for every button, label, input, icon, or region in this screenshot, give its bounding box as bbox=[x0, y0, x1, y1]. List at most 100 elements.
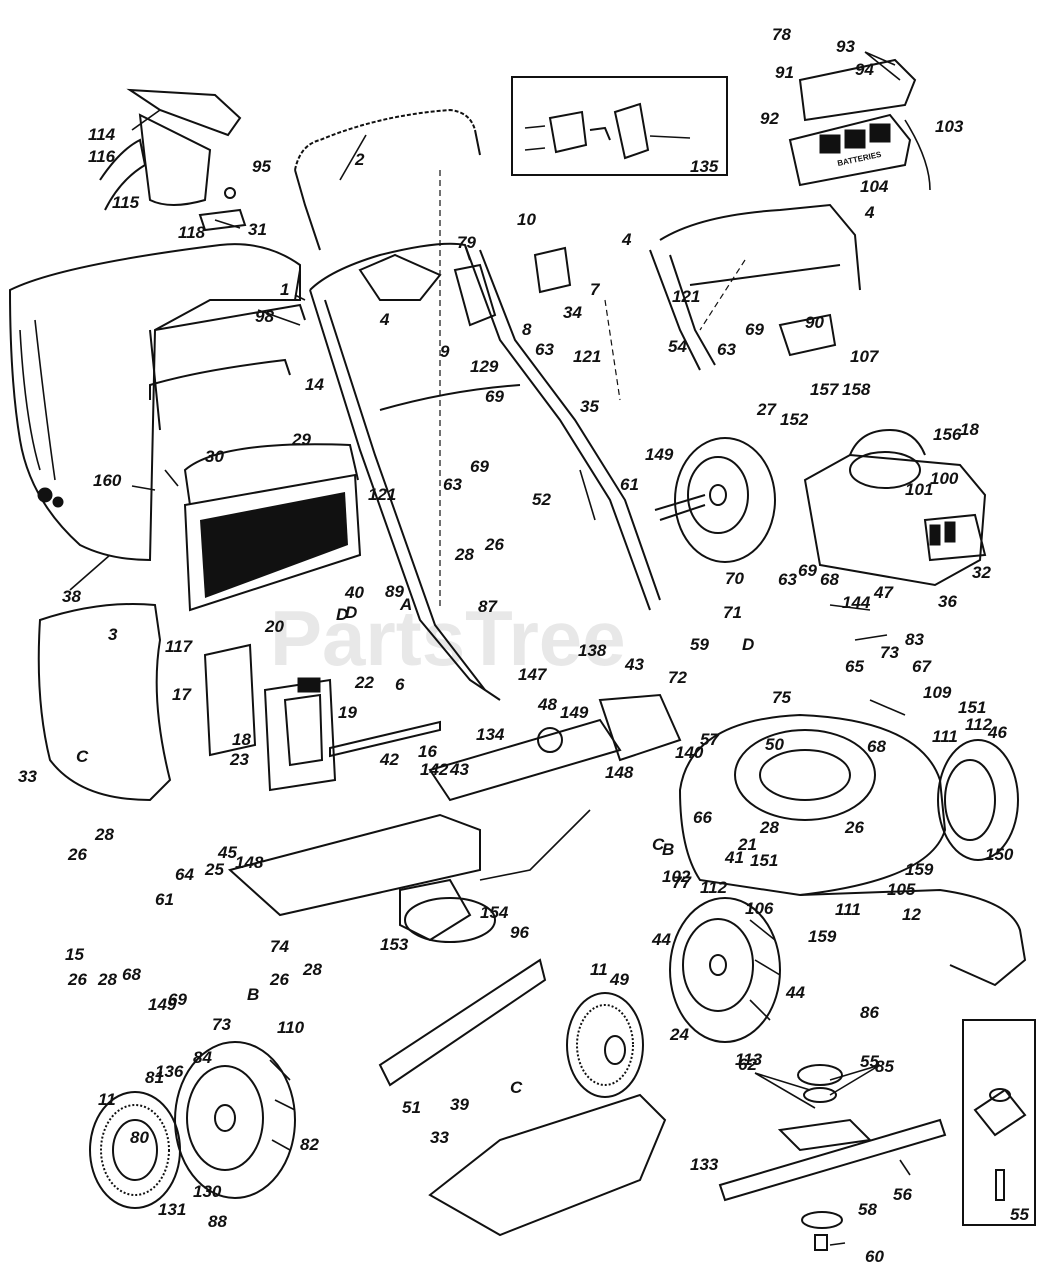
part-label-43a: 43 bbox=[624, 655, 644, 674]
part-label-36: 36 bbox=[938, 592, 957, 611]
part-label-102: 102 bbox=[662, 867, 691, 886]
part-label-73a: 73 bbox=[880, 643, 899, 662]
wheel-center bbox=[669, 897, 781, 1043]
part-label-67: 67 bbox=[912, 657, 932, 676]
part-label-40: 40 bbox=[344, 583, 364, 602]
top-left-bracket bbox=[99, 88, 247, 232]
part-label-26e: 26 bbox=[844, 818, 864, 837]
part-label-42: 42 bbox=[379, 750, 399, 769]
part-label-112b: 112 bbox=[700, 878, 728, 897]
door-panel bbox=[203, 643, 257, 757]
part-label-30: 30 bbox=[205, 447, 224, 466]
part-label-9: 9 bbox=[440, 342, 450, 361]
part-label-B1: B bbox=[662, 840, 674, 859]
leader-lines bbox=[69, 51, 911, 1246]
part-label-28b: 28 bbox=[94, 825, 114, 844]
part-label-63a: 63 bbox=[535, 340, 554, 359]
part-label-70: 70 bbox=[725, 569, 744, 588]
part-label-144: 144 bbox=[842, 593, 871, 612]
part-label-28c: 28 bbox=[97, 970, 117, 989]
part-label-105: 105 bbox=[887, 880, 916, 899]
part-label-C1: C bbox=[76, 747, 89, 766]
part-label-49: 49 bbox=[609, 970, 629, 989]
part-label-89: 89 bbox=[385, 582, 404, 601]
part-label-28a: 28 bbox=[454, 545, 474, 564]
part-label-28d: 28 bbox=[302, 960, 322, 979]
part-label-72: 72 bbox=[668, 668, 687, 687]
part-label-134: 134 bbox=[476, 725, 505, 744]
mower-deck bbox=[678, 713, 1027, 987]
part-label-33b: 33 bbox=[430, 1128, 449, 1147]
hubcap-center bbox=[566, 992, 644, 1098]
part-label-147: 147 bbox=[518, 665, 548, 684]
watermark: PartsTree bbox=[270, 594, 626, 682]
part-label-149b: 149 bbox=[560, 703, 589, 722]
part-label-160: 160 bbox=[93, 471, 122, 490]
part-label-21: 21 bbox=[737, 835, 757, 854]
transmission bbox=[399, 878, 496, 943]
part-label-33a: 33 bbox=[18, 767, 37, 786]
blade bbox=[718, 1064, 947, 1251]
bag-handle bbox=[149, 358, 291, 400]
part-label-142: 142 bbox=[420, 760, 449, 779]
part-label-69d: 69 bbox=[798, 561, 817, 580]
part-label-111a: 111 bbox=[932, 727, 958, 746]
hubcap-lower-left bbox=[89, 1091, 181, 1209]
part-label-6: 6 bbox=[395, 675, 405, 694]
part-label-C3: C bbox=[510, 1078, 523, 1097]
rear-flap bbox=[37, 603, 172, 802]
part-label-22: 22 bbox=[354, 673, 374, 692]
bag-frame bbox=[149, 269, 362, 612]
part-label-69c: 69 bbox=[745, 320, 764, 339]
part-label-14: 14 bbox=[305, 375, 324, 394]
part-label-10: 10 bbox=[517, 210, 536, 229]
part-label-133: 133 bbox=[690, 1155, 719, 1174]
part-label-113: 113 bbox=[735, 1050, 763, 1069]
part-label-91: 91 bbox=[775, 63, 794, 82]
part-label-52: 52 bbox=[532, 490, 551, 509]
part-label-46: 46 bbox=[987, 723, 1007, 742]
inset-box-55 bbox=[962, 1019, 1036, 1226]
part-label-154: 154 bbox=[480, 903, 509, 922]
part-label-68a: 68 bbox=[820, 570, 839, 589]
part-label-101: 101 bbox=[905, 480, 933, 499]
part-label-26b: 26 bbox=[67, 845, 87, 864]
part-label-92: 92 bbox=[760, 109, 779, 128]
part-label-43b: 43 bbox=[449, 760, 469, 779]
part-label-57: 57 bbox=[700, 730, 720, 749]
part-label-20: 20 bbox=[264, 617, 284, 636]
part-label-47: 47 bbox=[873, 583, 894, 602]
part-label-27: 27 bbox=[756, 400, 777, 419]
part-label-77: 77 bbox=[672, 873, 692, 892]
part-label-106: 106 bbox=[745, 899, 774, 918]
part-label-1: 1 bbox=[280, 280, 289, 299]
part-label-129: 129 bbox=[470, 357, 499, 376]
part-label-148b: 148 bbox=[235, 853, 264, 872]
part-label-54: 54 bbox=[668, 337, 687, 356]
part-label-7: 7 bbox=[590, 280, 601, 299]
part-label-B2: B bbox=[247, 985, 259, 1004]
part-label-87: 87 bbox=[478, 597, 498, 616]
part-label-D1: D bbox=[336, 605, 348, 624]
part-label-93: 93 bbox=[836, 37, 855, 56]
part-label-55b: 55 bbox=[1010, 1205, 1029, 1224]
part-label-153: 153 bbox=[380, 935, 409, 954]
part-label-3: 3 bbox=[108, 625, 118, 644]
part-label-63c: 63 bbox=[717, 340, 736, 359]
part-label-104: 104 bbox=[860, 177, 889, 196]
part-label-136: 136 bbox=[155, 1062, 184, 1081]
part-label-112a: 112 bbox=[965, 715, 993, 734]
part-label-138: 138 bbox=[578, 641, 607, 660]
part-label-34: 34 bbox=[563, 303, 582, 322]
discharge-chute bbox=[428, 1093, 667, 1237]
part-label-65: 65 bbox=[845, 657, 864, 676]
part-label-17: 17 bbox=[172, 685, 192, 704]
part-label-121c: 121 bbox=[672, 287, 700, 306]
part-label-35: 35 bbox=[580, 397, 599, 416]
part-label-74: 74 bbox=[270, 937, 289, 956]
part-label-32: 32 bbox=[972, 563, 991, 582]
part-label-48: 48 bbox=[537, 695, 557, 714]
part-label-D3: D bbox=[742, 635, 754, 654]
part-label-61a: 61 bbox=[620, 475, 639, 494]
part-label-44b: 44 bbox=[785, 983, 805, 1002]
